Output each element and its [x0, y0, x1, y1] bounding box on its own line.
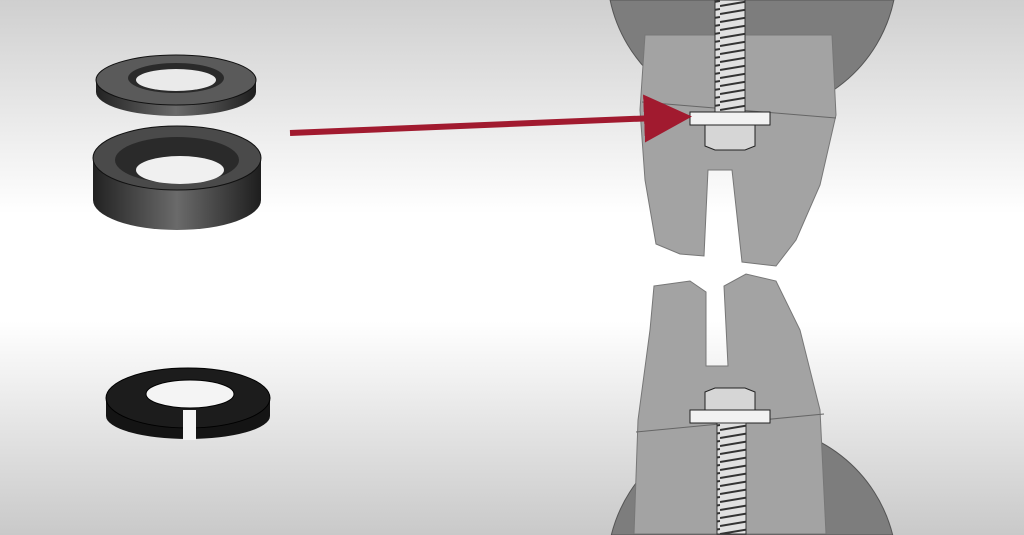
- lower-bolt: [689, 387, 771, 535]
- split-lock-washer: [105, 367, 271, 440]
- pointer-arrow: [289, 94, 692, 143]
- upper-bolt: [689, 0, 771, 151]
- spherical-washer-bottom: [92, 125, 262, 230]
- conical-washer-top: [95, 54, 257, 116]
